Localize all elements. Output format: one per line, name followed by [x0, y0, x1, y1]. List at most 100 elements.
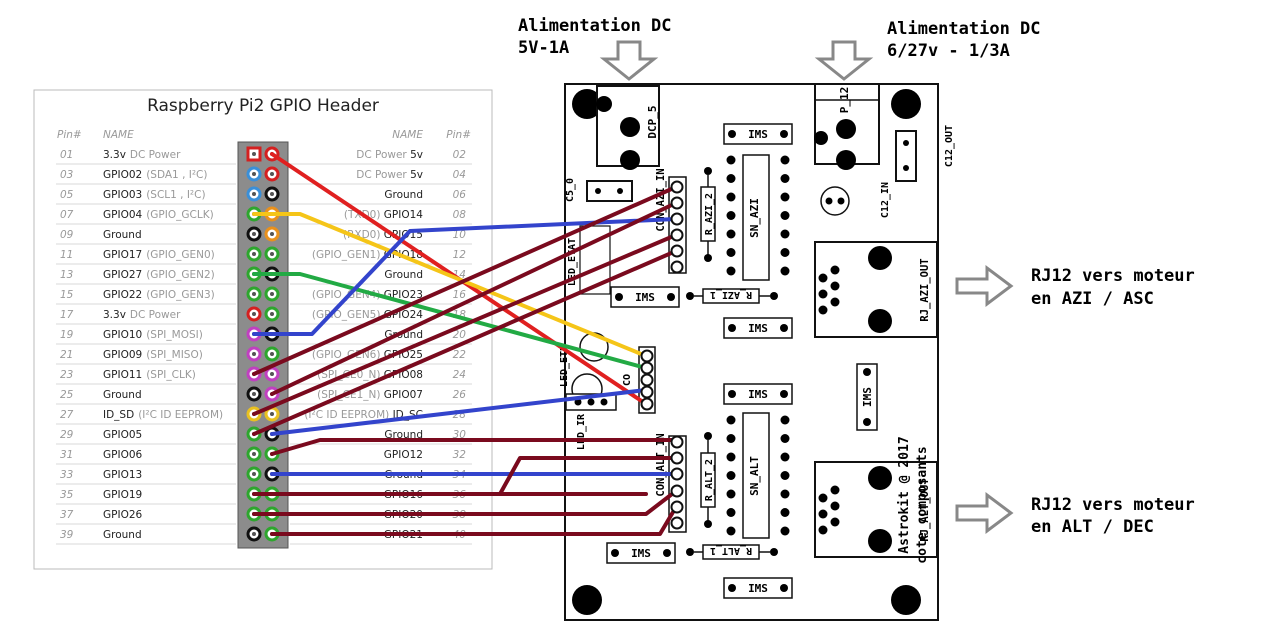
pin-number-left: 25: [60, 389, 74, 401]
pin-number-left: 07: [60, 209, 74, 221]
ic-pad: [780, 508, 790, 517]
ic-pad: [780, 248, 790, 257]
board-connector-pads: [640, 180, 684, 530]
con-alt-in-label: CON_ALT_IN: [655, 433, 667, 496]
rj-pin: [830, 265, 840, 275]
gpio-pin-center: [270, 292, 274, 296]
pin-number-left: 01: [60, 149, 73, 161]
ims-pad: [780, 324, 788, 332]
pin-name-right: DC Power 5v: [356, 149, 423, 161]
ic-pad: [780, 489, 790, 499]
c12-in-capacitor: C12_IN: [880, 130, 917, 218]
down-arrow-icon: [814, 40, 874, 81]
resistor-pad: [704, 254, 712, 262]
gpio-header-panel: Raspberry Pi2 GPIO Header Pin# NAME NAME…: [33, 89, 493, 570]
connector-pad: [670, 260, 684, 274]
jack-pad: [596, 96, 612, 112]
ims-pad: [863, 418, 871, 426]
pin-name: GPIO26: [103, 509, 143, 521]
pin-number-left: 15: [60, 289, 74, 301]
jack-pad: [836, 150, 856, 170]
pin-name-left: GPIO10(SPI_MOSI): [103, 329, 203, 341]
pin-number-right: 06: [453, 189, 467, 201]
gpio-pin-center: [252, 472, 256, 476]
connector-pad: [640, 349, 654, 363]
pin-number-right: 02: [453, 149, 467, 161]
wire-gpio05b: [252, 249, 678, 436]
pin-name: 5v: [410, 169, 423, 181]
ic-pad: [726, 211, 736, 220]
ims-outline: [606, 542, 676, 564]
dcp-5-label: DCP_5: [646, 105, 659, 138]
pin-name: GPIO27: [103, 269, 142, 281]
pin-function: (GPIO_GEN3): [146, 289, 215, 301]
col-name-right: NAME: [392, 129, 423, 141]
rj-mount-pad: [868, 529, 892, 553]
p-12-label: P_12: [838, 87, 851, 114]
connector-pad: [670, 244, 684, 258]
pin-number-right: 16: [453, 289, 467, 301]
rj-azi-pins: [818, 265, 840, 315]
mounting-hole: [572, 89, 602, 119]
pin-name-left: GPIO03(SCL1 , I²C): [103, 189, 206, 201]
gpio-pin-center: [270, 232, 274, 236]
wire-gpio05: [270, 388, 648, 436]
component-pad: [837, 197, 845, 205]
jack-pad: [836, 119, 856, 139]
resistor-pad: [686, 548, 694, 556]
pin-function: (SDA1 , I²C): [146, 169, 207, 181]
rj-pin: [830, 297, 840, 307]
rj-pin: [818, 289, 828, 299]
pin-name: Ground: [384, 189, 423, 201]
resistor-pad: [704, 167, 712, 175]
rj-mount-pad: [868, 309, 892, 333]
pin-function: (GPIO_GEN6): [312, 349, 384, 361]
pin-function: (GPIO_GEN0): [146, 249, 215, 261]
rj-pin: [818, 525, 828, 535]
pin-name: GPIO07: [384, 389, 423, 401]
credit-line2: cote composants: [915, 446, 930, 563]
ims-outline: [723, 383, 793, 405]
ic-pad: [780, 211, 790, 220]
pin-name: GPIO02: [103, 169, 142, 181]
pin-number-left: 33: [60, 469, 73, 481]
ims-pad: [780, 584, 788, 592]
gpio-title: Raspberry Pi2 GPIO Header: [147, 96, 379, 116]
pin-name-left: GPIO13: [103, 469, 142, 481]
r-alt-1-label: R_ALT_1: [710, 545, 752, 556]
pin-function: DC Power: [356, 169, 410, 181]
sn-azi-outline: [742, 154, 770, 281]
ic-pad: [780, 174, 790, 183]
pin-name: Ground: [103, 529, 142, 541]
pin-name-right: (GPIO_GEN6) GPIO25: [312, 349, 423, 361]
cap-pad: [595, 188, 601, 194]
down-arrow-icon: [599, 40, 659, 81]
wire-gpio11: [252, 185, 678, 376]
pin-name-left: GPIO19: [103, 489, 142, 501]
power-annotation-left: Alimentation DC 5V-1A: [518, 16, 672, 81]
ic-pad: [726, 526, 736, 536]
rj-pin: [830, 517, 840, 527]
pin-name: 3.3v: [103, 309, 126, 321]
ims-pad: [667, 293, 675, 301]
c5-0-outline: [586, 180, 633, 202]
cap-pad: [903, 165, 909, 171]
pin-number-left: 21: [60, 349, 73, 361]
led-pad: [574, 398, 582, 406]
pin-name: ID_SD: [103, 409, 134, 421]
pin-number-left: 03: [60, 169, 73, 181]
ic-pad: [726, 174, 736, 183]
ic-pad: [726, 415, 736, 425]
r-azi-1-resistor: R_AZI_1: [686, 288, 778, 304]
ic-pad: [726, 508, 736, 517]
pin-function: (SPI_MISO): [146, 349, 203, 361]
rj-azi-out-jack: RJ_AZI_OUT: [814, 241, 938, 338]
ims-pad: [728, 390, 736, 398]
led-etat-outline: [579, 225, 611, 295]
pin-function: (GPIO_GEN1): [312, 249, 384, 261]
pin-name-right: GPIO12: [384, 449, 423, 461]
power-left-line1: Alimentation DC: [518, 16, 672, 36]
gpio-pin-center: [252, 532, 256, 536]
pin-number-right: 22: [453, 349, 467, 361]
